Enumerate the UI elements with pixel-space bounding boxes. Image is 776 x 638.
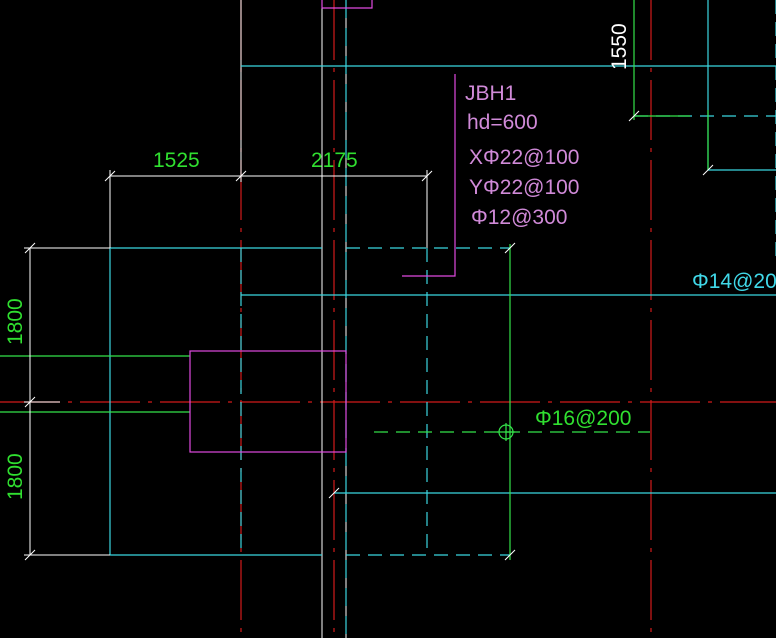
column-top-bracket — [321, 0, 373, 9]
dim-tick-11 — [328, 487, 340, 499]
dim-text-1800-upper: 1800 — [4, 298, 27, 345]
pile-cap-outline[interactable] — [109, 0, 776, 638]
beam-rebar-label-b[interactable]: Φ16@200 — [535, 407, 631, 430]
pile-cap-name-label[interactable]: JBH1 — [465, 82, 516, 105]
dim-tick-10 — [702, 164, 714, 176]
column-rect — [189, 350, 347, 453]
dim-text-1550: 1550 — [608, 23, 631, 70]
dim-tick-1 — [104, 170, 116, 182]
dim-tick-7 — [504, 242, 516, 254]
pile-cap-height-label: hd=600 — [467, 111, 538, 134]
pile-cap-x-rebar-label: XΦ22@100 — [469, 146, 579, 169]
rebar-lines — [0, 0, 709, 560]
pile-cap-y-rebar-label: YΦ22@100 — [469, 176, 579, 199]
dim-text-1525: 1525 — [153, 149, 200, 172]
dim-text-1800-lower: 1800 — [4, 453, 27, 500]
dim-tick-8 — [504, 549, 516, 561]
dimension-lines — [24, 110, 714, 561]
dim-tick-5 — [24, 396, 36, 408]
beam-rebar-label-a[interactable]: Φ14@200 — [692, 270, 776, 293]
column-outline[interactable] — [189, 0, 456, 453]
dim-tick-2 — [235, 170, 247, 182]
wall-lines — [240, 0, 635, 638]
leader-line — [402, 74, 456, 277]
dim-text-2175: 2175 — [311, 149, 358, 172]
dim-tick-6 — [24, 549, 36, 561]
dim-tick-9 — [628, 110, 640, 122]
dim-tick-4 — [24, 242, 36, 254]
dim-tick-3 — [421, 170, 433, 182]
pile-cap-stirrup-label: Φ12@300 — [471, 206, 567, 229]
